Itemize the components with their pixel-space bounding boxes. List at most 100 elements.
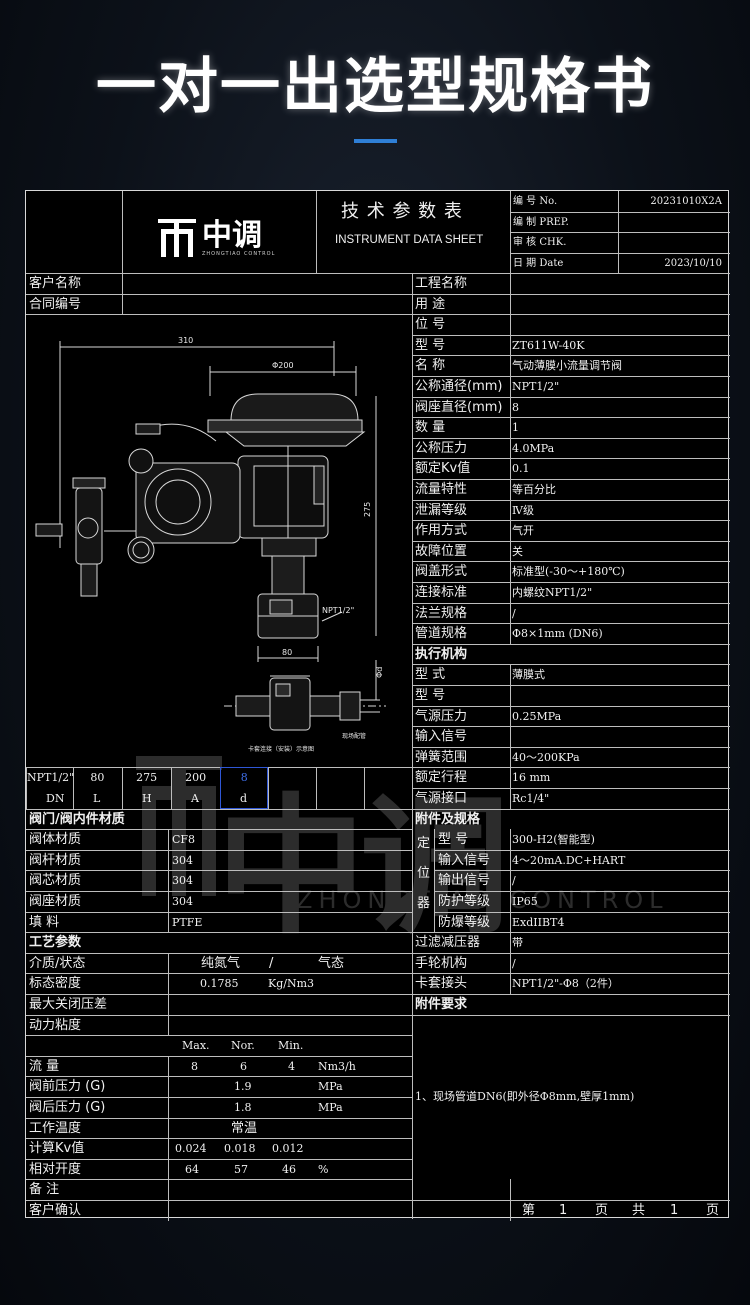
opening-unit: % xyxy=(318,1162,329,1176)
param-row-line xyxy=(412,767,730,769)
param-label: 法兰规格 xyxy=(415,605,468,621)
label-divider xyxy=(168,829,169,850)
dim-value-a: 200 xyxy=(185,771,207,785)
row-line xyxy=(26,1014,412,1016)
param-label: 流量特性 xyxy=(415,482,468,497)
param-value-divider xyxy=(510,582,511,603)
column-divider xyxy=(412,273,413,1219)
param-value: 内螺纹NPT1/2" xyxy=(512,586,593,599)
param-value-divider xyxy=(510,726,511,747)
param-row-line xyxy=(412,685,730,686)
param-value-divider xyxy=(510,870,511,891)
row-line xyxy=(434,870,730,872)
label-divider xyxy=(168,870,169,891)
param-label: 型 号 xyxy=(415,337,446,353)
param-label: 阀座直径(mm) xyxy=(415,399,503,415)
param-label: 气源接口 xyxy=(415,791,468,806)
material-value: 304 xyxy=(172,895,193,908)
param-value: Φ8×1mm (DN6) xyxy=(512,627,603,641)
material-value: PTFE xyxy=(172,915,203,929)
param-value-divider xyxy=(510,540,511,562)
param-value: 薄膜式 xyxy=(512,668,545,682)
drawing-note: 现场配管 xyxy=(342,732,366,740)
row-line xyxy=(412,973,730,975)
flow-value: 6 xyxy=(240,1059,247,1073)
col-header: Max. xyxy=(182,1039,210,1053)
param-row-line xyxy=(412,417,730,419)
meta-label: 审 核 CHK. xyxy=(513,237,567,248)
label-divider xyxy=(168,1117,169,1139)
param-value: 等百分比 xyxy=(512,483,556,496)
param-value-divider xyxy=(510,829,511,850)
row-line xyxy=(26,1035,412,1037)
param-value-divider xyxy=(510,664,511,685)
page-counter: 第 xyxy=(522,1203,536,1218)
label-divider xyxy=(122,293,123,315)
row-line xyxy=(26,1179,412,1181)
section-title: 附件要求 xyxy=(415,997,468,1012)
dim-header: H xyxy=(142,792,152,805)
logo-name: 中调 xyxy=(202,218,262,253)
row-line xyxy=(412,952,730,954)
row-line xyxy=(26,891,412,892)
dim-header: DN xyxy=(46,792,65,805)
opening-value: 46 xyxy=(282,1162,296,1176)
row-line xyxy=(26,293,412,295)
medium-separator: / xyxy=(269,955,274,971)
density-unit: Kg/Nm3 xyxy=(268,977,315,991)
dim-npt: NPT1/2" xyxy=(322,606,354,615)
flow-value: 4 xyxy=(288,1059,295,1073)
data-sheet: 中调 ZHONGTIAO CONTROL 中调 ZHONGTIAO CONTRO… xyxy=(25,190,730,1221)
dim-table-divider xyxy=(316,767,317,809)
kv-value: 0.024 xyxy=(175,1142,207,1156)
dim-height: 275 xyxy=(363,502,372,517)
page-counter: 页 xyxy=(706,1203,720,1218)
flow-unit: Nm3/h xyxy=(318,1059,356,1073)
label-divider xyxy=(168,952,169,974)
param-value: 标准型(-30～+180℃) xyxy=(512,565,625,579)
row-line xyxy=(26,829,412,831)
param-value-divider xyxy=(510,746,511,768)
param-value: 16 mm xyxy=(512,771,551,785)
param-value-divider xyxy=(510,623,511,644)
row-line xyxy=(434,911,730,913)
param-value-divider xyxy=(510,396,511,418)
material-value: 304 xyxy=(172,853,193,867)
dim-table-divider xyxy=(171,767,172,809)
positioner-label: 防爆等级 xyxy=(438,914,491,930)
row-line xyxy=(26,849,412,851)
positioner-value: ExdIIBT4 xyxy=(512,915,565,929)
material-label: 阀芯材质 xyxy=(29,873,82,889)
param-row-line xyxy=(412,314,730,316)
sheet-title-cn: 技 术 参 数 表 xyxy=(341,201,463,222)
param-value: 气开 xyxy=(512,524,534,538)
param-row-line xyxy=(412,582,730,583)
pressure-value: 1.8 xyxy=(234,1101,252,1114)
param-value-divider xyxy=(510,437,511,459)
dim-table-divider xyxy=(268,767,269,809)
col-header: Nor. xyxy=(231,1039,255,1053)
param-label: 用 途 xyxy=(415,296,446,312)
grid-line xyxy=(122,191,123,273)
param-value-divider xyxy=(510,849,511,871)
label-divider xyxy=(168,1055,169,1077)
material-value: CF8 xyxy=(172,833,196,847)
dim-table-divider xyxy=(122,767,123,809)
material-label: 阀座材质 xyxy=(29,894,82,909)
meta-value: 20231010X2A xyxy=(650,196,722,207)
row-line xyxy=(434,891,730,892)
row-line xyxy=(412,932,730,934)
dim-bore: Φd xyxy=(375,667,384,678)
valve-drawing: 310 Φ200 275 80 NPT1/2" Φd 卡套连接（安装）示意图 现… xyxy=(35,336,386,753)
accessory-value: / xyxy=(512,956,516,970)
param-value: 0.25MPa xyxy=(512,709,562,723)
page-counter: 1 xyxy=(559,1203,568,1218)
pressure-value: 1.9 xyxy=(234,1080,252,1094)
param-row-line xyxy=(412,788,730,789)
row-line xyxy=(26,994,412,995)
dim-table-divider xyxy=(26,767,27,809)
dim-table-divider xyxy=(364,767,365,809)
temp-value: 常温 xyxy=(231,1120,258,1136)
medium-value: 纯氮气 xyxy=(201,955,241,971)
pressure-unit: MPa xyxy=(318,1080,343,1094)
